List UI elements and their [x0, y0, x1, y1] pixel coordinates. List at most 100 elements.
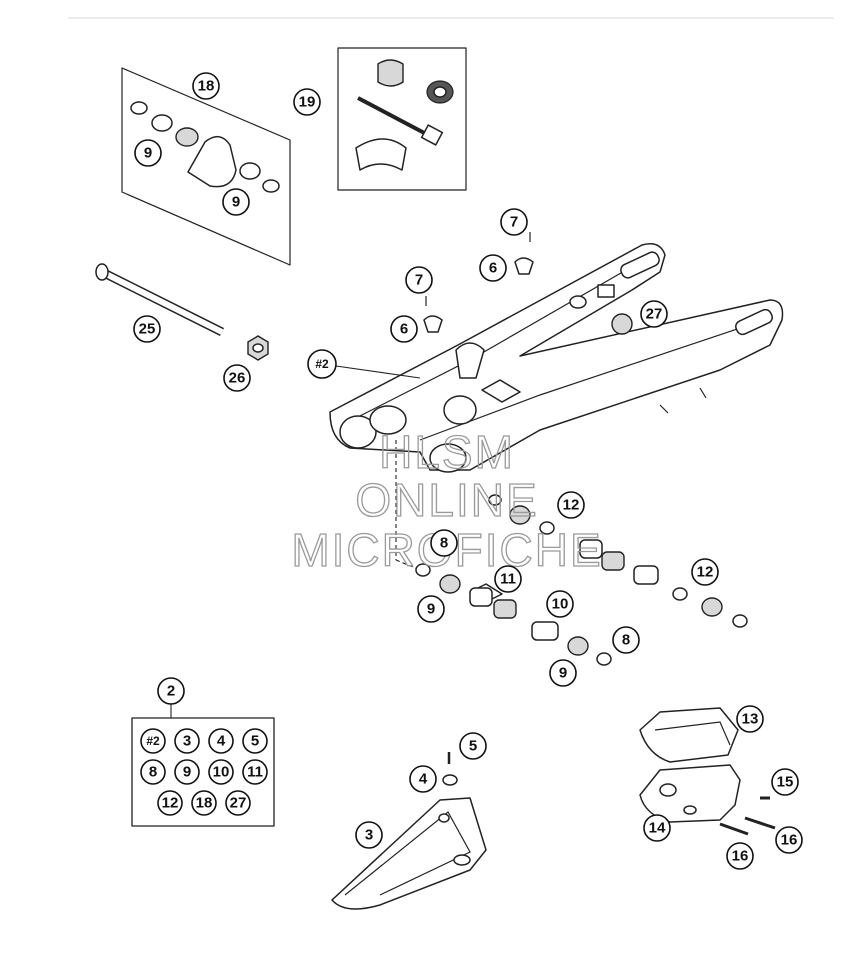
callout-8-lower: 8 — [612, 626, 640, 654]
callout-2: 2 — [157, 677, 185, 705]
svg-text:9: 9 — [559, 665, 567, 682]
kit-item-r2-4: 11 — [242, 759, 268, 785]
callout-10: 10 — [546, 590, 574, 618]
svg-text:12: 12 — [162, 795, 179, 812]
callout-18: 18 — [192, 72, 220, 100]
svg-text:14: 14 — [649, 820, 666, 837]
svg-text:19: 19 — [299, 94, 316, 111]
svg-text:11: 11 — [500, 571, 516, 588]
lower-bearing-stack — [415, 563, 612, 666]
watermark-line-1: HLSM — [379, 426, 515, 478]
callout-8-middle: 8 — [430, 529, 458, 557]
kit-item-r1-2: 3 — [174, 728, 200, 754]
screw-clip-lower — [423, 296, 443, 333]
callout-16-right: 16 — [775, 826, 803, 854]
callout-6-upper: 6 — [479, 254, 507, 282]
kit-item-r2-1: 8 — [140, 759, 166, 785]
callout-7-lower: 7 — [405, 266, 433, 294]
callout-12-upper: 12 — [557, 491, 585, 519]
svg-text:4: 4 — [217, 733, 226, 750]
kit-item-r1-3: 4 — [208, 728, 234, 754]
svg-text:9: 9 — [232, 194, 240, 211]
right-bearing-stack — [488, 494, 748, 628]
callout-swingarm-2: #2 — [307, 349, 337, 379]
kit-item-r3-1: 12 — [157, 790, 183, 816]
svg-text:6: 6 — [489, 260, 497, 277]
kit-item-r3-2: 18 — [191, 790, 217, 816]
callout-9-upper-left: 9 — [134, 139, 162, 167]
svg-text:12: 12 — [697, 564, 714, 581]
kit-item-r2-3: 10 — [208, 759, 234, 785]
svg-text:27: 27 — [230, 795, 247, 812]
swingarm-body — [329, 243, 784, 473]
svg-text:3: 3 — [365, 827, 373, 844]
svg-text:11: 11 — [247, 764, 263, 781]
leader-swingarm-2 — [335, 365, 421, 379]
callout-16-lower: 16 — [726, 842, 754, 870]
svg-text:26: 26 — [229, 370, 246, 387]
cap-27 — [611, 313, 633, 335]
bolts-16 — [719, 816, 776, 836]
svg-text:7: 7 — [415, 272, 423, 289]
svg-text:8: 8 — [149, 764, 157, 781]
kit-item-r3-3: 27 — [225, 790, 251, 816]
svg-text:#2: #2 — [315, 357, 329, 371]
callout-25: 25 — [133, 315, 161, 343]
svg-text:10: 10 — [213, 764, 230, 781]
bearing-kit-18-panel — [121, 67, 291, 266]
svg-text:6: 6 — [400, 321, 408, 338]
bolt-kit-19-panel — [337, 47, 467, 191]
svg-text:9: 9 — [427, 601, 435, 618]
callout-19: 19 — [293, 88, 321, 116]
kit-2-contents: #2 3 4 5 8 9 10 11 12 18 27 — [140, 728, 268, 816]
callout-4: 4 — [409, 765, 437, 793]
svg-text:#2: #2 — [146, 734, 160, 748]
callout-11: 11 — [494, 565, 522, 593]
svg-text:8: 8 — [622, 632, 630, 649]
chain-slider-3 — [331, 797, 487, 910]
kit-item-r2-2: 9 — [174, 759, 200, 785]
kit-item-r1-4: 5 — [242, 728, 268, 754]
callout-26: 26 — [223, 364, 251, 392]
svg-text:9: 9 — [144, 145, 152, 162]
svg-text:5: 5 — [469, 738, 477, 755]
chain-guide-13 — [639, 707, 739, 763]
callout-15: 15 — [771, 768, 799, 796]
watermark: HLSM ONLINE MICROFICHE — [291, 425, 602, 576]
callout-9-upper-right: 9 — [222, 188, 250, 216]
svg-text:7: 7 — [510, 214, 518, 231]
svg-text:15: 15 — [777, 774, 794, 791]
chain-guide-mount-14 — [639, 764, 741, 823]
callout-6-lower: 6 — [390, 315, 418, 343]
callout-3: 3 — [355, 821, 383, 849]
callout-9-middle: 9 — [417, 595, 445, 623]
svg-text:10: 10 — [552, 596, 569, 613]
callout-27: 27 — [640, 300, 668, 328]
pivot-shaft-25 — [95, 263, 225, 337]
callout-5: 5 — [459, 732, 487, 760]
screw-clip-upper — [514, 232, 534, 275]
callout-12-lower: 12 — [691, 558, 719, 586]
washer-4 — [442, 774, 458, 786]
kit-item-r1-1: #2 — [140, 728, 166, 754]
svg-text:9: 9 — [183, 764, 191, 781]
callout-14: 14 — [643, 814, 671, 842]
svg-text:25: 25 — [139, 321, 156, 338]
svg-text:18: 18 — [198, 78, 215, 95]
svg-text:13: 13 — [742, 711, 759, 728]
callout-9-lower: 9 — [549, 659, 577, 687]
svg-text:3: 3 — [183, 733, 191, 750]
svg-text:18: 18 — [196, 795, 213, 812]
svg-text:5: 5 — [251, 733, 259, 750]
svg-text:4: 4 — [419, 771, 428, 788]
svg-text:2: 2 — [167, 683, 175, 700]
svg-text:8: 8 — [440, 535, 448, 552]
callout-7-upper: 7 — [500, 208, 528, 236]
svg-text:16: 16 — [781, 832, 798, 849]
svg-text:12: 12 — [563, 497, 580, 514]
svg-text:16: 16 — [732, 848, 749, 865]
watermark-line-2: ONLINE — [355, 474, 538, 526]
svg-text:27: 27 — [646, 306, 663, 323]
pivot-nut-26 — [247, 335, 269, 361]
